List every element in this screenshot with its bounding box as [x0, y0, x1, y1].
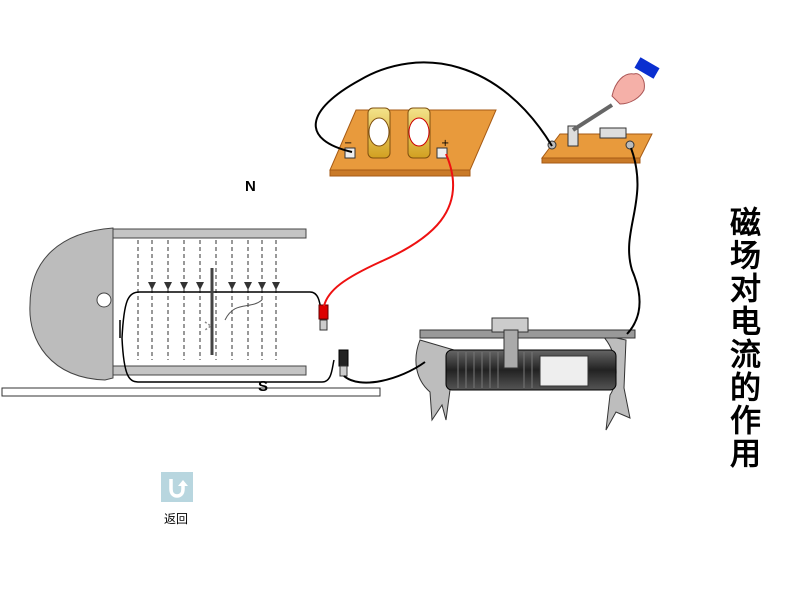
- svg-text:+: +: [441, 138, 449, 149]
- horseshoe-magnet: [29, 227, 307, 381]
- knife-switch: [541, 103, 653, 164]
- red-terminal-clip: [318, 304, 329, 331]
- north-pole-label: N: [245, 178, 256, 195]
- rheostat-to-magnet-wire: [343, 361, 426, 384]
- base-plate: [1, 387, 381, 397]
- svg-text:−: −: [344, 138, 352, 149]
- conductor-swing: [119, 268, 335, 383]
- magnetic-field-lines: [137, 240, 277, 360]
- south-pole-label: S: [258, 378, 269, 395]
- field-arrows: [148, 282, 280, 290]
- switch-to-rheostat-wire: [626, 147, 641, 335]
- battery-to-switch-wire: [314, 61, 553, 153]
- page-title: 磁场对电流的作用: [724, 206, 760, 470]
- black-terminal-clip: [338, 349, 349, 377]
- back-button[interactable]: [161, 472, 193, 502]
- hand-pressing-switch: [611, 57, 660, 105]
- back-button-label: 返回: [164, 512, 189, 526]
- rheostat: [415, 317, 636, 431]
- wires: [314, 61, 641, 384]
- u-turn-arrow-icon: [169, 479, 188, 498]
- red-wire: [323, 153, 455, 307]
- battery-board: − +: [329, 107, 497, 177]
